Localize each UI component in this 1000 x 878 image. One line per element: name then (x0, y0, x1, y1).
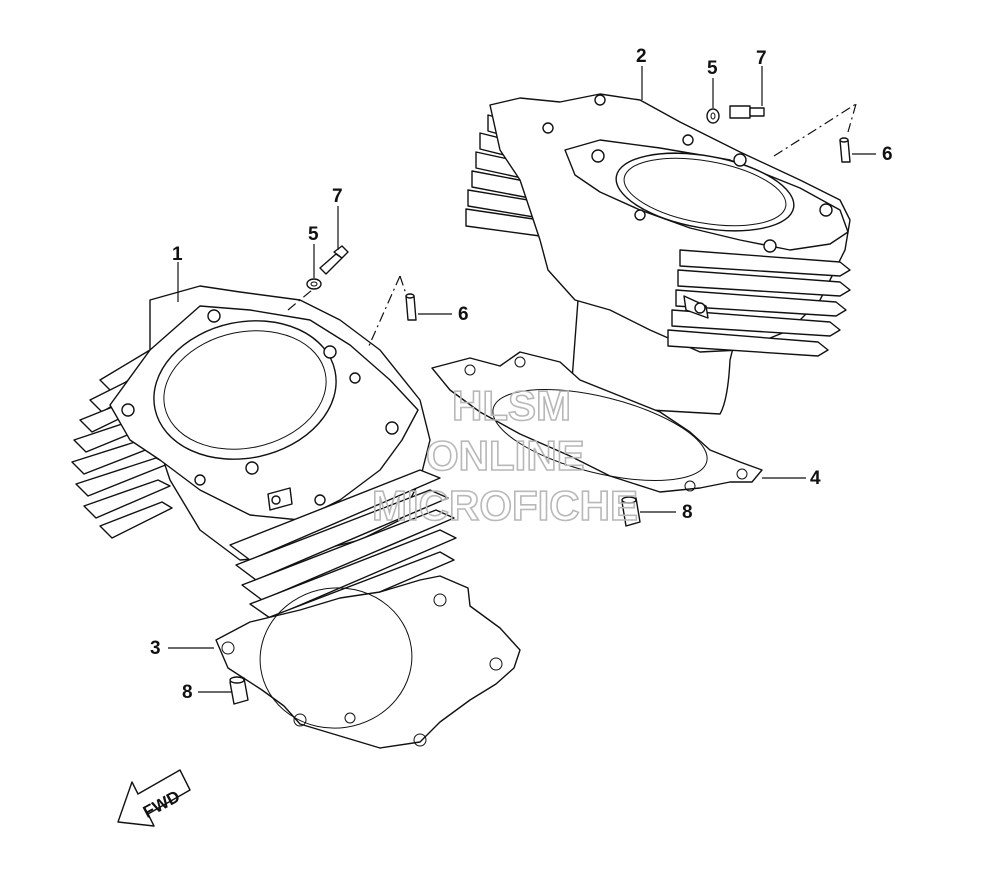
callout-6-front[interactable]: 6 (458, 304, 469, 325)
washer-front[interactable] (306, 278, 322, 290)
callout-8-front[interactable]: 8 (182, 682, 193, 703)
callout-5-rear[interactable]: 5 (707, 58, 718, 79)
union-bolt-rear[interactable] (729, 105, 765, 119)
watermark-line-3: MICROFICHE (372, 482, 638, 529)
callout-2[interactable]: 2 (636, 46, 647, 67)
front-cylinder[interactable] (71, 285, 457, 635)
stud-fitting-front[interactable] (405, 293, 417, 321)
assembly-line-rear (773, 103, 857, 157)
stud-fitting-rear[interactable] (839, 137, 851, 163)
callout-5-front[interactable]: 5 (308, 224, 319, 245)
dowel-pin-front[interactable] (229, 676, 249, 705)
union-bolt-front[interactable] (319, 245, 349, 275)
callout-7-rear[interactable]: 7 (756, 48, 767, 69)
watermark: HLSM ONLINE MICROFICHE (371, 381, 639, 530)
rear-cylinder-fins-right (667, 249, 851, 357)
assembly-line-front (287, 275, 401, 349)
callout-6-rear[interactable]: 6 (882, 144, 893, 165)
rear-cylinder[interactable] (465, 93, 851, 415)
callout-8-rear[interactable]: 8 (682, 502, 693, 523)
washer-rear[interactable] (706, 108, 720, 124)
callout-7-front[interactable]: 7 (332, 186, 343, 207)
front-cylinder-bore (153, 320, 337, 460)
fwd-arrow: FWD (117, 769, 191, 827)
front-cylinder-gasket[interactable] (215, 575, 521, 749)
watermark-line-1: HLSM (452, 382, 571, 429)
callout-3[interactable]: 3 (150, 638, 161, 659)
callout-4[interactable]: 4 (810, 468, 821, 489)
callout-1[interactable]: 1 (172, 244, 183, 265)
dowel-pin-rear[interactable] (621, 496, 641, 527)
watermark-line-2: ONLINE (426, 432, 585, 479)
rear-cylinder-gasket[interactable] (431, 351, 763, 498)
